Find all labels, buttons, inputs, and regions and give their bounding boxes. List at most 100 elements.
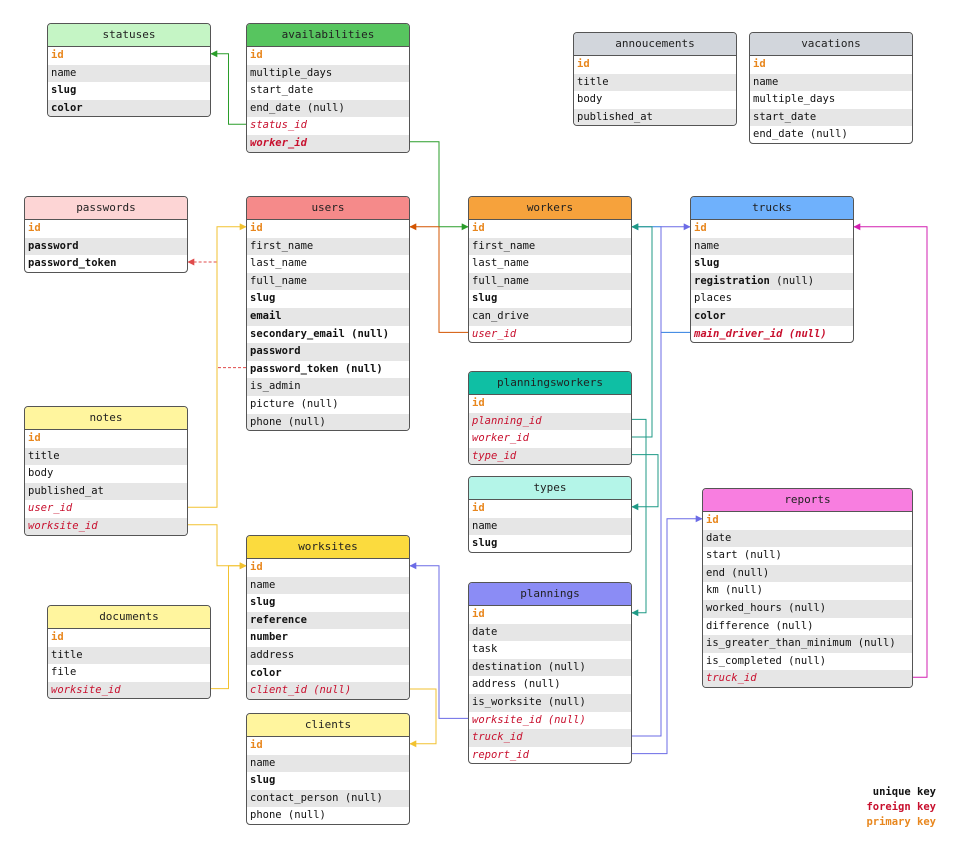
column-name: id xyxy=(472,502,485,514)
column-row: task xyxy=(469,641,631,659)
legend-primary-key: primary key xyxy=(866,816,936,828)
column-row: destination (null) xyxy=(469,658,631,677)
column-name: title xyxy=(28,449,60,462)
column-row: first_name xyxy=(247,237,409,256)
column-row: title xyxy=(25,447,187,466)
column-name: is_greater_than_minimum xyxy=(706,637,852,650)
column-name: id xyxy=(250,561,263,573)
column-row: id xyxy=(25,430,187,448)
column-name: full_name xyxy=(250,274,307,287)
column-row: id xyxy=(574,56,736,74)
column-name: color xyxy=(694,309,726,322)
relationship-line xyxy=(188,223,247,508)
column-name: password xyxy=(28,239,79,252)
column-row: first_name xyxy=(469,237,631,256)
column-name: is_completed xyxy=(706,654,782,667)
column-row: status_id xyxy=(247,117,409,135)
column-row: password_token xyxy=(25,255,187,272)
column-name: contact_person xyxy=(250,791,339,804)
table-title: plannings xyxy=(469,583,631,606)
relationship-line xyxy=(631,454,659,511)
table-title: passwords xyxy=(25,197,187,220)
column-name: start_date xyxy=(753,110,817,123)
column-row: name xyxy=(48,64,210,83)
column-row: report_id xyxy=(469,747,631,764)
column-name: task xyxy=(472,643,498,656)
column-row: date xyxy=(469,623,631,642)
column-row: name xyxy=(469,517,631,536)
column-name: color xyxy=(51,101,83,114)
column-name: last_name xyxy=(250,257,307,270)
table-title: trucks xyxy=(691,197,853,220)
column-name: id xyxy=(753,58,766,70)
column-name: slug xyxy=(51,84,77,97)
column-name: report_id xyxy=(472,748,529,761)
relationship-line xyxy=(188,524,247,570)
column-row: id xyxy=(691,220,853,238)
relationship-line xyxy=(187,258,246,369)
table-title: vacations xyxy=(750,33,912,56)
column-name: slug xyxy=(472,292,498,305)
column-nullable: (null) xyxy=(851,637,896,650)
column-name: date xyxy=(706,531,732,544)
column-name: picture xyxy=(250,397,295,410)
column-row: slug xyxy=(48,82,210,100)
column-row: is_admin xyxy=(247,378,409,396)
column-name: password_token xyxy=(28,257,117,270)
column-name: name xyxy=(694,239,720,252)
column-row: body xyxy=(574,91,736,109)
column-name: id xyxy=(28,432,41,444)
table-title: clients xyxy=(247,714,409,737)
column-name: password xyxy=(250,345,301,358)
column-name: id xyxy=(472,608,485,620)
column-name: body xyxy=(577,93,603,106)
relationship-line xyxy=(632,223,691,737)
column-name: name xyxy=(753,75,779,88)
column-nullable: (null) xyxy=(516,678,561,691)
legend-foreign-key: foreign key xyxy=(866,801,936,813)
column-name: destination xyxy=(472,660,542,673)
table-title: users xyxy=(247,197,409,220)
table-title: planningsworkers xyxy=(469,372,631,395)
column-name: status_id xyxy=(250,119,307,132)
column-row: body xyxy=(25,465,187,483)
column-row: contact_person (null) xyxy=(247,789,409,808)
column-name: registration xyxy=(694,274,770,287)
column-row: worker_id xyxy=(469,430,631,448)
column-name: planning_id xyxy=(472,414,542,427)
table-title: documents xyxy=(48,606,210,629)
column-row: slug xyxy=(247,594,409,612)
column-row: multiple_days xyxy=(247,64,409,83)
column-name: address xyxy=(472,678,517,691)
column-row: worked_hours (null) xyxy=(703,599,912,618)
column-name: last_name xyxy=(472,257,529,270)
legend-unique-key: unique key xyxy=(872,786,936,798)
column-name: reference xyxy=(250,613,307,626)
column-name: client_id (null) xyxy=(250,684,352,697)
column-row: name xyxy=(247,576,409,595)
column-row: user_id xyxy=(469,326,631,343)
column-row: main_driver_id (null) xyxy=(691,326,853,343)
column-name: color xyxy=(250,666,282,679)
relationship-line xyxy=(211,562,247,690)
column-row: type_id xyxy=(469,447,631,465)
column-row: title xyxy=(48,646,210,665)
column-name: end_date xyxy=(250,101,301,114)
column-row: id xyxy=(25,220,187,238)
column-row: id xyxy=(247,47,409,65)
column-row: address xyxy=(247,646,409,665)
column-row: slug xyxy=(469,535,631,552)
column-name: end_date xyxy=(753,128,804,141)
column-row: id xyxy=(703,512,912,530)
table-title: statuses xyxy=(48,24,210,47)
relationship-line xyxy=(410,141,469,231)
